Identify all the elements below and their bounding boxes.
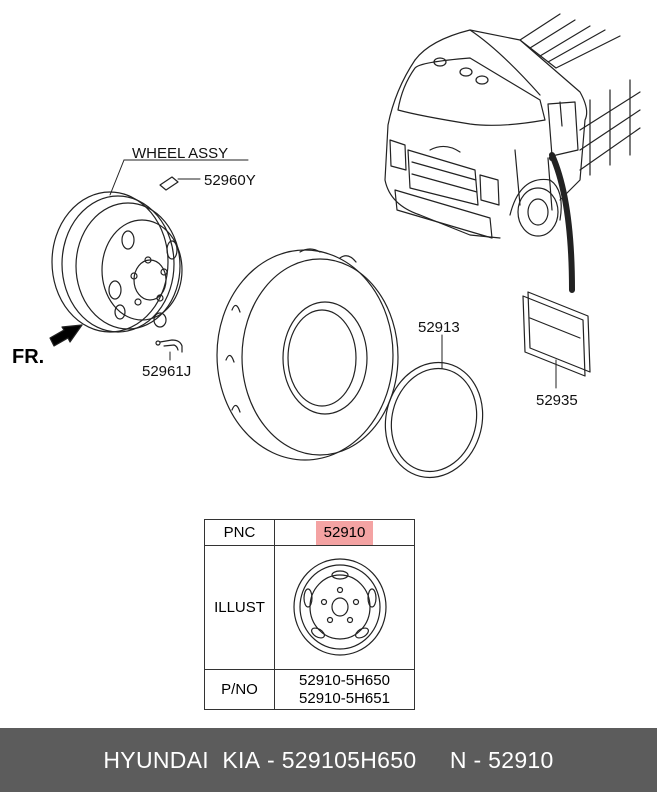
pno-value: 52910-5H650 <box>299 671 390 689</box>
label-front: FR. <box>12 346 44 368</box>
footer-brand: HYUNDAI KIA <box>103 746 261 773</box>
pnc-header: PNC <box>205 520 275 545</box>
tire <box>216 248 399 461</box>
pno-cell: 52910-5H650 52910-5H651 <box>275 670 414 709</box>
pnc-value: 52910 <box>315 520 374 545</box>
wheel-assembly <box>51 159 249 333</box>
label-52913: 52913 <box>418 319 460 336</box>
footer-pnc: N - 52910 <box>449 746 554 773</box>
footer-bar: HYUNDAI KIA - 529105H650 N - 52910 <box>0 728 657 792</box>
pno-value: 52910-5H651 <box>299 689 390 707</box>
label-52935: 52935 <box>536 392 578 409</box>
pnc-cell: 52910 <box>275 520 414 545</box>
illust-header: ILLUST <box>205 546 275 669</box>
pno-row: P/NO 52910-5H650 52910-5H651 <box>205 670 414 709</box>
label-52960Y: 52960Y <box>204 172 256 189</box>
front-direction-arrow <box>49 324 83 347</box>
parts-diagram: WHEEL ASSY 52960Y 52961J 52913 52935 FR. <box>12 13 641 656</box>
valve-extension-52961J <box>155 339 183 361</box>
footer-part-number: - 529105H650 <box>260 746 417 773</box>
illust-wheel-thumbnail <box>293 558 387 656</box>
tire-ring-52913 <box>384 334 484 479</box>
label-wheel-assy: WHEEL ASSY <box>132 145 228 162</box>
pnc-table: PNC 52910 ILLUST P/NO 52910-5H650 52910-… <box>204 519 415 710</box>
label-plate-52935 <box>522 291 591 389</box>
pnc-row: PNC 52910 <box>205 520 414 546</box>
illust-cell <box>275 546 414 669</box>
truck-illustration <box>384 13 641 293</box>
pno-header: P/NO <box>205 670 275 709</box>
illust-row: ILLUST <box>205 546 414 670</box>
label-52961J: 52961J <box>142 363 191 380</box>
